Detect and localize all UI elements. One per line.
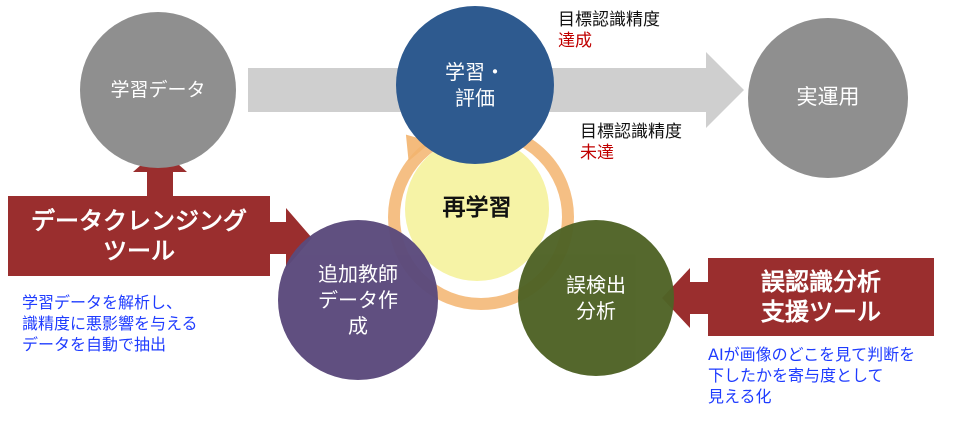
achieved-label: 目標認識精度 達成	[558, 10, 660, 53]
cleansing-description: 学習データを解析し、 識精度に悪影響を与える データを自動で抽出	[22, 292, 272, 355]
production-node: 実運用	[748, 18, 908, 178]
not-achieved-status: 未達	[580, 143, 614, 164]
misrec-title-1: 誤認識分析	[761, 268, 881, 296]
misrec-title-2: 支援ツール	[761, 298, 881, 326]
cleansing-note-1: 学習データを解析し、	[22, 293, 183, 312]
additional-data-label: 追加教師 データ作 成	[318, 261, 398, 339]
error-analysis-node: 誤検出 分析	[518, 220, 674, 376]
not-achieved-title: 目標認識精度	[580, 122, 682, 142]
achieved-status: 達成	[558, 31, 592, 52]
misrec-note-1: AIが画像のどこを見て判断を	[708, 345, 916, 364]
achieved-title: 目標認識精度	[558, 10, 660, 30]
learn-evaluate-node: 学習・ 評価	[396, 6, 554, 164]
misrec-note-2: 下したかを寄与度として	[708, 366, 884, 386]
additional-data-node: 追加教師 データ作 成	[278, 220, 438, 380]
add-line-2: データ作	[318, 288, 398, 312]
error-analysis-label: 誤検出 分析	[566, 272, 626, 324]
err-line-1: 誤検出	[566, 273, 626, 297]
learn-line-2: 評価	[455, 86, 495, 110]
add-line-1: 追加教師	[318, 262, 398, 286]
misrecognition-description: AIが画像のどこを見て判断を 下したかを寄与度として 見える化	[708, 344, 978, 407]
cleansing-note-3: データを自動で抽出	[22, 335, 167, 355]
err-line-2: 分析	[576, 299, 616, 323]
not-achieved-label: 目標認識精度 未達	[580, 122, 682, 165]
misrecognition-tool-box: 誤認識分析 支援ツール	[708, 258, 934, 336]
add-line-3: 成	[348, 314, 368, 338]
cleansing-right-arrow	[270, 208, 312, 268]
learn-line-1: 学習・	[445, 60, 505, 84]
misrec-note-3: 見える化	[708, 387, 772, 407]
cleansing-note-2: 識精度に悪影響を与える	[22, 314, 198, 334]
data-cleansing-tool-box: データクレンジング ツール	[8, 196, 270, 276]
learn-evaluate-label: 学習・ 評価	[445, 59, 505, 111]
training-data-label: 学習データ	[110, 78, 206, 101]
training-data-node: 学習データ	[80, 12, 236, 168]
production-label: 実運用	[796, 85, 860, 110]
cleansing-title-2: ツール	[103, 237, 175, 265]
misrec-left-arrow	[662, 268, 708, 328]
cleansing-title-1: データクレンジング	[31, 207, 247, 235]
